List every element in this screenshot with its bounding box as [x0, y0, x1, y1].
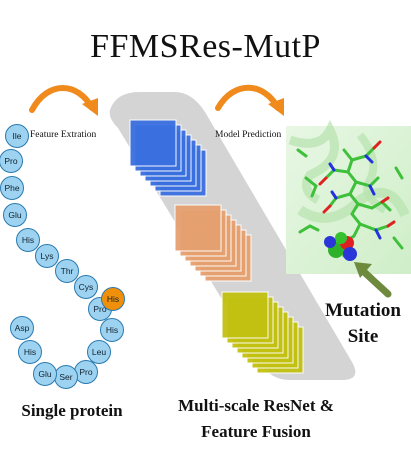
residue-label: Thr — [61, 266, 74, 276]
residue-phe-3: Phe — [0, 176, 24, 200]
residue-label: Ser — [59, 372, 72, 382]
residue-label: Phe — [4, 183, 19, 193]
residue-label: Glu — [38, 369, 52, 379]
feature-extraction-arrowhead — [82, 98, 98, 116]
mutation-site-atoms — [324, 232, 357, 261]
model-prediction-arrow — [215, 84, 281, 111]
feature-stack-orange — [174, 204, 252, 282]
residue-label: His — [24, 347, 36, 357]
residue-thr-7: Thr — [55, 259, 79, 283]
residue-glu-4: Glu — [3, 203, 27, 227]
resnet-label-line1: Multi-scale ResNet & — [178, 396, 334, 415]
resnet-label-line2: Feature Fusion — [201, 422, 311, 441]
model-prediction-arrowhead — [268, 98, 284, 116]
residue-his-5: His — [16, 228, 40, 252]
residue-label: Ile — [13, 131, 22, 141]
residue-his-10: His — [101, 287, 125, 311]
residue-label: Pro — [4, 156, 18, 166]
residue-label: Lys — [41, 251, 54, 261]
residue-lys-6: Lys — [35, 244, 59, 268]
residue-label: Cys — [79, 282, 94, 292]
residue-ser-14: Ser — [54, 365, 78, 389]
feature-map-layer — [221, 291, 269, 339]
single-protein-label: Single protein — [21, 401, 123, 420]
residue-chain: IleProPheGluHisLysThrCysProHisHisLeuProS… — [0, 124, 125, 389]
residue-label: His — [106, 325, 118, 335]
feature-map-layer — [174, 204, 222, 252]
residue-label: Glu — [8, 210, 22, 220]
residue-pro-2: Pro — [0, 149, 23, 173]
residue-label: Pro — [79, 367, 93, 377]
feature-extraction-label: Feature Extration — [30, 130, 97, 140]
residue-label: Pro — [93, 304, 107, 314]
residue-leu-12: Leu — [87, 340, 111, 364]
residue-asp-17: Asp — [10, 316, 34, 340]
figure-title: FFMSRes-MutP — [90, 28, 321, 65]
model-prediction-label: Model Prediction — [215, 130, 282, 140]
residue-cys-8: Cys — [74, 275, 98, 299]
mutation-label-line2: Site — [347, 326, 379, 347]
mutation-label-line1: Mutation — [325, 300, 401, 321]
feature-stack-blue — [129, 119, 207, 197]
residue-his-11: His — [100, 318, 124, 342]
feature-extraction-arrow — [29, 85, 95, 113]
protein-structure-image — [286, 119, 411, 274]
mutation-site-arrow — [354, 262, 392, 298]
residue-label: Asp — [15, 323, 30, 333]
residue-label: Leu — [92, 347, 106, 357]
residue-his-16: His — [18, 340, 42, 364]
feature-map-layer — [129, 119, 177, 167]
residue-glu-15: Glu — [33, 362, 57, 386]
residue-pro-13: Pro — [74, 360, 98, 384]
residue-label: His — [22, 235, 34, 245]
residue-ile-1: Ile — [5, 124, 29, 148]
residue-label: His — [107, 294, 119, 304]
feature-stack-olive — [221, 291, 304, 374]
